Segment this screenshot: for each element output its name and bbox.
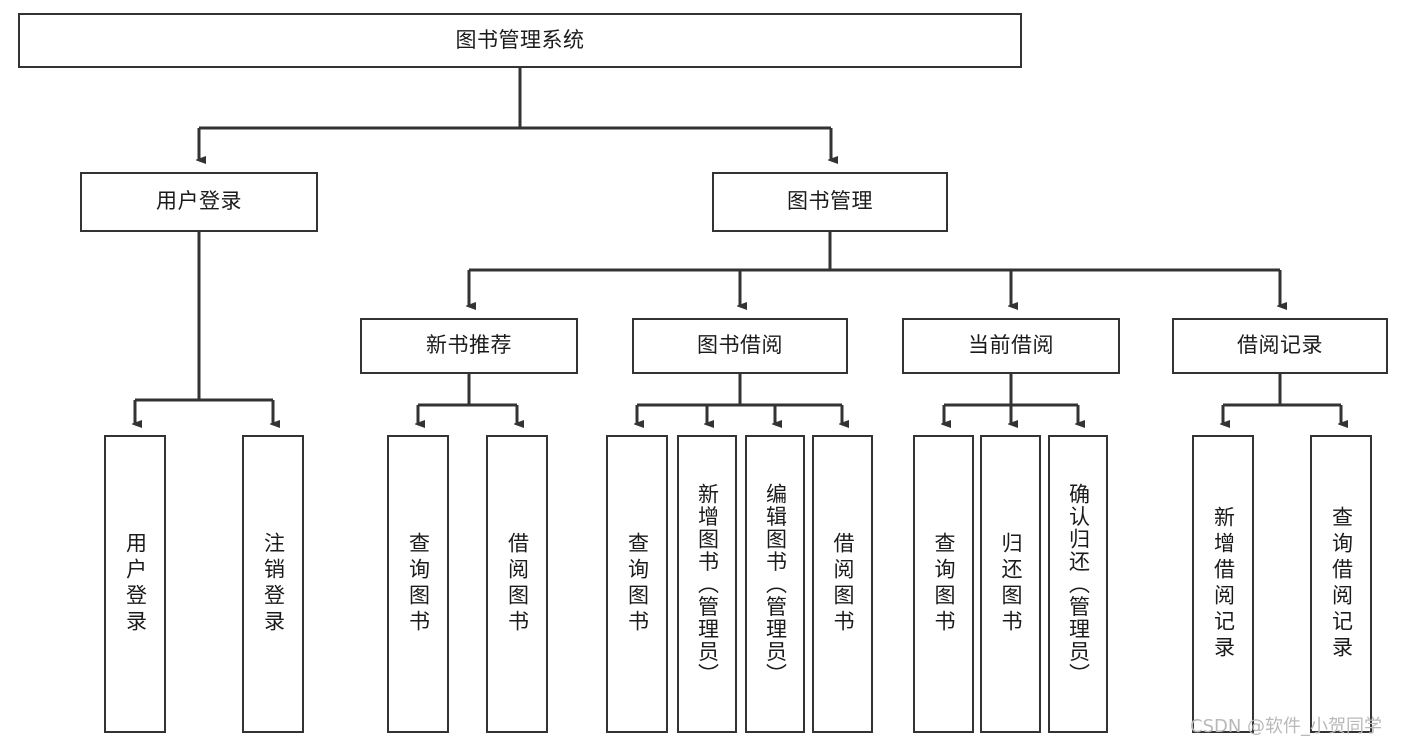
- node-new-book-recommend-label: 新书推荐: [426, 333, 512, 358]
- node-leaf-query-book-current[interactable]: 查询图书: [913, 435, 974, 733]
- node-root[interactable]: 图书管理系统: [18, 13, 1022, 68]
- edge-group-current-borrow: [944, 374, 1078, 424]
- node-leaf-add-borrow-record-label: 新增借阅记录: [1211, 506, 1236, 662]
- node-leaf-query-book-borrow[interactable]: 查询图书: [606, 435, 668, 733]
- node-leaf-edit-book-admin-label: 编辑图书（管理员）: [763, 482, 788, 686]
- node-user-login[interactable]: 用户登录: [80, 172, 318, 232]
- edge-group-book-borrow: [637, 374, 842, 424]
- node-leaf-add-book-admin-label: 新增图书（管理员）: [695, 482, 720, 686]
- node-book-borrow-label: 图书借阅: [697, 333, 783, 358]
- node-leaf-query-book-recommend[interactable]: 查询图书: [387, 435, 449, 733]
- node-book-manage-label: 图书管理: [787, 189, 873, 214]
- edge-group-borrow-record: [1223, 374, 1341, 424]
- node-leaf-logout-label: 注销登录: [261, 532, 286, 636]
- node-leaf-add-borrow-record[interactable]: 新增借阅记录: [1192, 435, 1254, 733]
- node-leaf-borrow-book-recommend[interactable]: 借阅图书: [486, 435, 548, 733]
- node-leaf-confirm-return-admin[interactable]: 确认归还（管理员）: [1048, 435, 1108, 733]
- node-leaf-query-book-recommend-label: 查询图书: [406, 532, 431, 636]
- node-leaf-query-book-borrow-label: 查询图书: [625, 532, 650, 636]
- node-book-borrow[interactable]: 图书借阅: [632, 318, 848, 374]
- edge-group-book-manage: [469, 232, 1280, 306]
- node-leaf-return-book-label: 归还图书: [999, 532, 1023, 636]
- node-leaf-edit-book-admin[interactable]: 编辑图书（管理员）: [745, 435, 805, 733]
- node-leaf-user-login-label: 用户登录: [123, 532, 148, 636]
- watermark: CSDN @软件_小贺同学: [1190, 716, 1383, 737]
- node-new-book-recommend[interactable]: 新书推荐: [360, 318, 578, 374]
- node-current-borrow-label: 当前借阅: [968, 333, 1054, 358]
- node-leaf-borrow-book-label: 借阅图书: [831, 532, 855, 636]
- node-leaf-return-book[interactable]: 归还图书: [980, 435, 1041, 733]
- node-leaf-borrow-book-recommend-label: 借阅图书: [505, 532, 530, 636]
- node-leaf-query-borrow-record-label: 查询借阅记录: [1329, 506, 1354, 662]
- node-leaf-query-book-current-label: 查询图书: [932, 532, 956, 636]
- edge-group-new-book-recommend: [418, 374, 517, 424]
- node-leaf-confirm-return-admin-label: 确认归还（管理员）: [1066, 482, 1091, 686]
- node-current-borrow[interactable]: 当前借阅: [902, 318, 1120, 374]
- node-root-label: 图书管理系统: [455, 27, 585, 52]
- node-leaf-query-borrow-record[interactable]: 查询借阅记录: [1310, 435, 1372, 733]
- node-book-manage[interactable]: 图书管理: [712, 172, 948, 232]
- edge-group-user-login: [135, 232, 273, 424]
- node-leaf-add-book-admin[interactable]: 新增图书（管理员）: [677, 435, 737, 733]
- edge-group-root: [199, 68, 831, 160]
- node-borrow-record[interactable]: 借阅记录: [1172, 318, 1388, 374]
- node-user-login-label: 用户登录: [156, 189, 242, 214]
- node-leaf-borrow-book[interactable]: 借阅图书: [812, 435, 873, 733]
- node-leaf-logout[interactable]: 注销登录: [242, 435, 304, 733]
- node-leaf-user-login[interactable]: 用户登录: [104, 435, 166, 733]
- node-borrow-record-label: 借阅记录: [1237, 333, 1323, 358]
